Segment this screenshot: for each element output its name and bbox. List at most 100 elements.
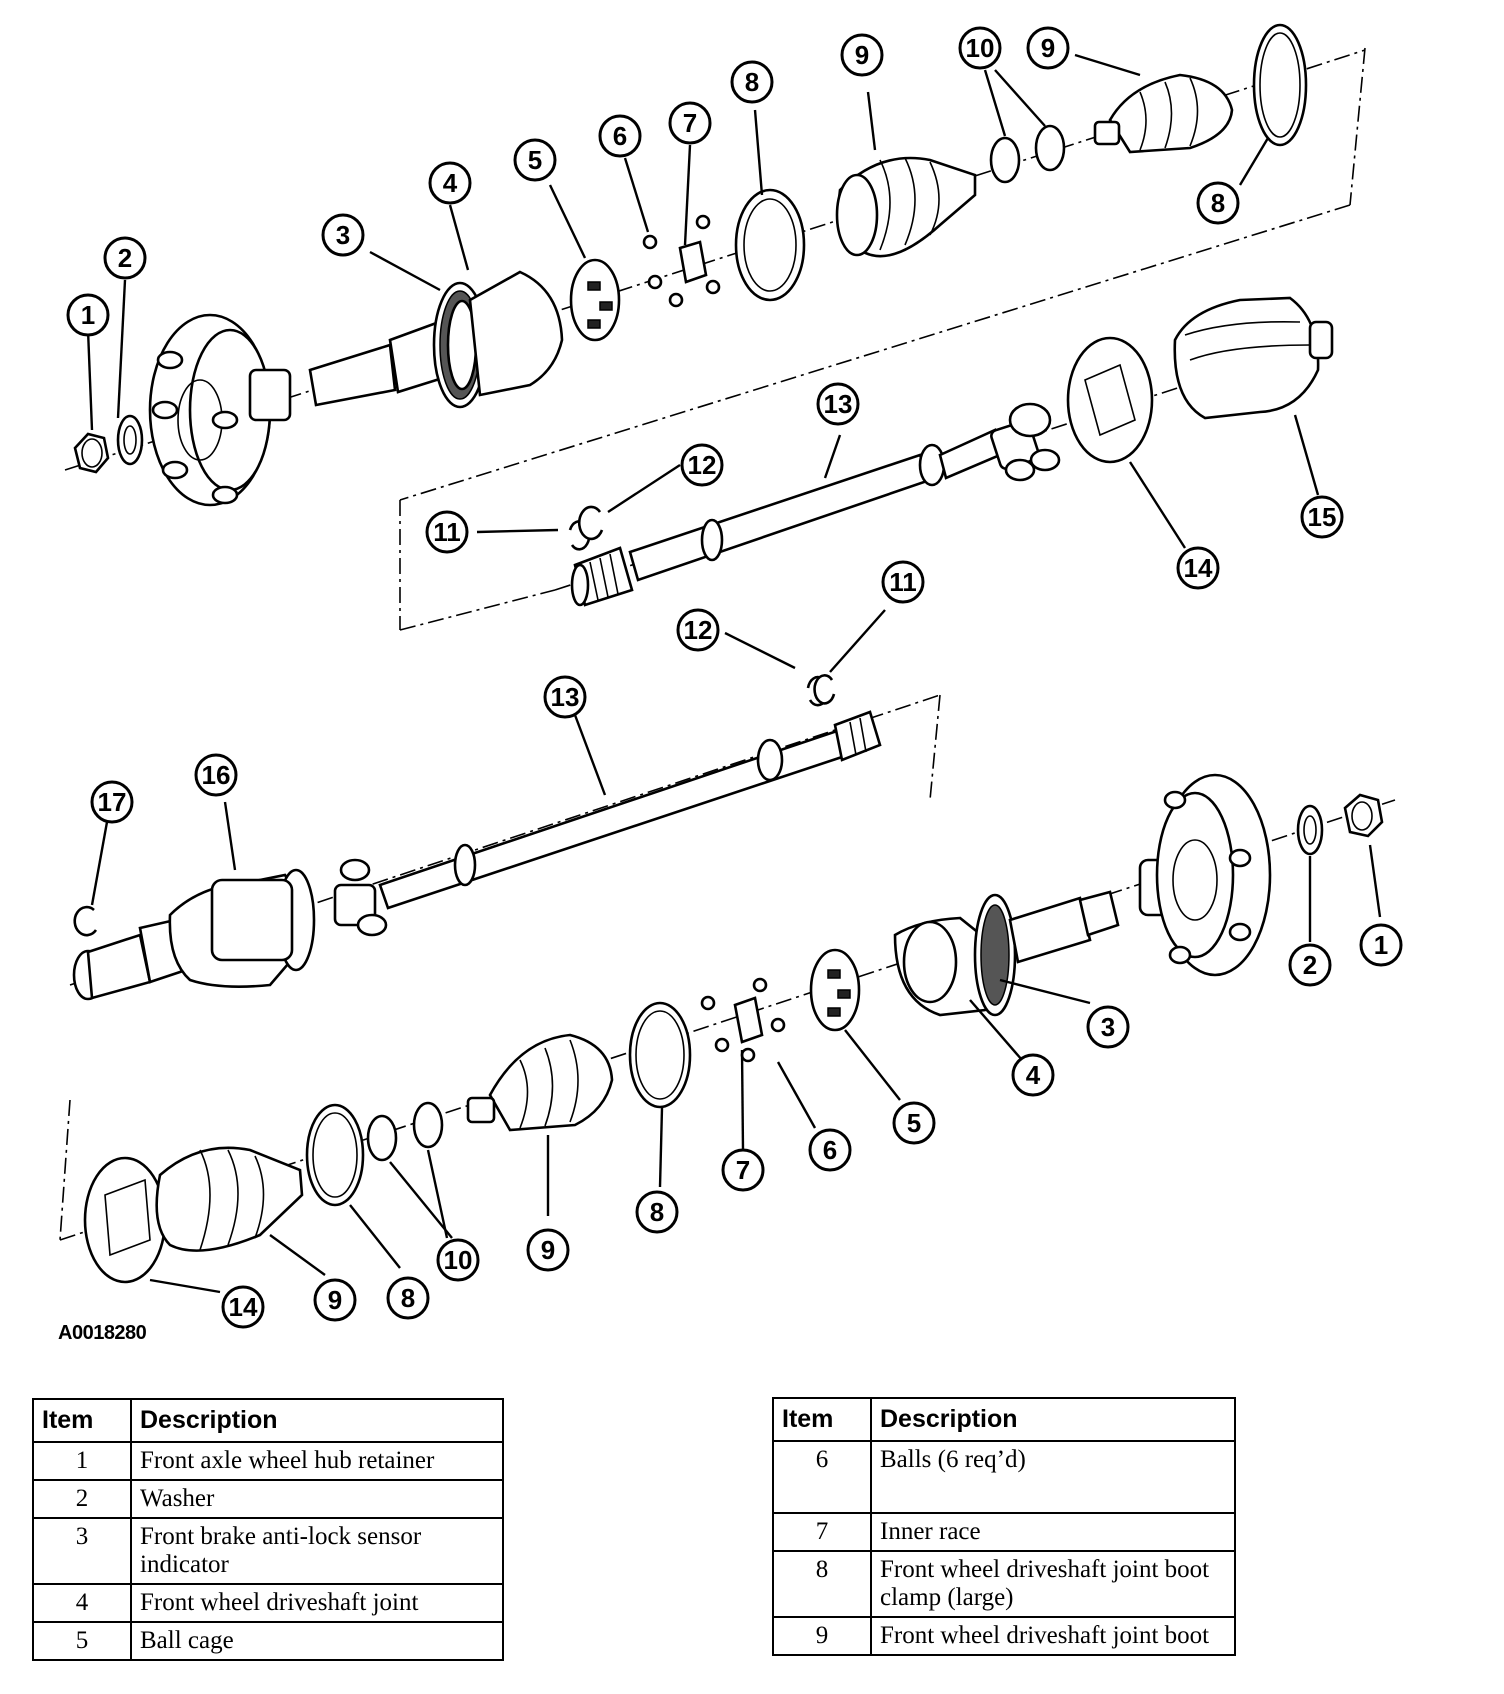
svg-text:11: 11 [433,517,461,547]
callout-group-bottom: 1 2 3 4 5 6 7 8 9 10 9 8 14 [221,923,1403,1329]
inner-joint-housing-part [168,868,316,988]
hub-nut-part [73,432,110,474]
legend-item-description: Front wheel driveshaft joint [130,1583,504,1623]
callout-9: 9 [840,33,884,77]
legend-item-description: Inner race [870,1512,1236,1552]
callout-8c: 8 [635,1190,679,1234]
svg-text:17: 17 [98,787,127,817]
clamp-large-part [734,188,806,302]
callout-8: 8 [730,60,774,104]
tripod-part [333,858,388,937]
legend-row: 4 Front wheel driveshaft joint [32,1583,504,1623]
boot-part [466,1033,614,1132]
callout-11b: 11 [881,560,925,604]
callout-group-lower: 12 11 13 16 17 [90,560,925,824]
boot-part [1093,73,1234,154]
snap-ring-part [73,674,836,937]
middle-assembly [399,296,1334,631]
callout-10: 10 [958,26,1002,70]
callout-5: 5 [513,138,557,182]
legend-row: 9 Front wheel driveshaft joint boot [772,1616,1236,1656]
legend-item-header: Item [32,1398,132,1443]
callout-9d: 9 [313,1278,357,1322]
balls-inner-race-part [700,977,786,1063]
callout-1: 1 [66,293,110,337]
legend-item-description: Washer [130,1479,504,1519]
legend-header-row: Item Description [772,1397,1236,1442]
legend-item-description: Front wheel driveshaft joint boot [870,1616,1236,1656]
wheel-hub-part [148,313,292,507]
legend-row: 2 Washer [32,1479,504,1519]
callout-group-top: 1 2 3 4 5 6 7 8 9 10 9 8 [66,26,1240,337]
callout-8b: 8 [1196,181,1240,225]
washer-part [116,414,144,466]
legend-table-left: Item Description 1 Front axle wheel hub … [32,1398,504,1661]
svg-text:5: 5 [528,145,542,175]
legend-item-number: 9 [772,1616,872,1656]
legend-header-row: Item Description [32,1398,504,1443]
boot-part [155,1146,304,1252]
callout-9b: 9 [1026,26,1070,70]
outer-joint-part [308,270,564,409]
callout-4: 4 [428,161,472,205]
washer-part [1296,804,1324,856]
svg-text:4: 4 [443,168,458,198]
callout-3: 3 [321,213,365,257]
svg-text:2: 2 [118,243,132,273]
legend-row: 1 Front axle wheel hub retainer [32,1441,504,1481]
svg-text:14: 14 [1184,553,1213,583]
callout-6: 6 [598,114,642,158]
legend-row: 3 Front brake anti-lock sensor indicator [32,1517,504,1585]
seal-part [1066,336,1154,464]
legend-row: 6 Balls (6 req’d) [772,1440,1236,1514]
legend-item-number: 5 [32,1621,132,1661]
svg-text:6: 6 [613,121,627,151]
callout-13: 13 [816,382,860,426]
callout-10b: 10 [436,1238,480,1282]
callout-15: 15 [1300,495,1344,539]
leader-lines [86,53,1382,1294]
svg-text:9: 9 [541,1235,555,1265]
tripod-part [990,402,1061,482]
svg-text:10: 10 [444,1245,473,1275]
callout-16: 16 [194,753,238,797]
svg-text:8: 8 [401,1283,415,1313]
callout-5b: 5 [892,1101,936,1145]
legend-item-number: 8 [772,1550,872,1618]
callout-11: 11 [425,510,469,554]
svg-text:7: 7 [736,1155,750,1185]
svg-text:14: 14 [229,1292,258,1322]
legend-item-header: Item [772,1397,872,1442]
svg-text:8: 8 [1211,188,1225,218]
legend-item-number: 7 [772,1512,872,1552]
svg-text:2: 2 [1303,950,1317,980]
legend-item-description: Ball cage [130,1621,504,1661]
svg-text:16: 16 [202,760,231,790]
callout-1b: 1 [1359,923,1403,967]
svg-text:9: 9 [328,1285,342,1315]
svg-text:15: 15 [1308,502,1337,532]
shaft-part [378,710,882,910]
callout-13b: 13 [543,675,587,719]
svg-text:9: 9 [855,40,869,70]
svg-text:12: 12 [684,615,713,645]
svg-text:9: 9 [1041,33,1055,63]
svg-text:13: 13 [551,682,580,712]
snap-ring-part [568,505,604,551]
legend-item-description: Front axle wheel hub retainer [130,1441,504,1481]
legend-row: 5 Ball cage [32,1621,504,1661]
shaft-spline-part [570,546,634,607]
svg-text:3: 3 [1101,1012,1115,1042]
callout-2b: 2 [1288,943,1332,987]
legend-description-header: Description [870,1397,1236,1442]
tripod-housing-part [1173,296,1334,420]
callout-9c: 9 [526,1228,570,1272]
legend-item-number: 1 [32,1441,132,1481]
legend-row: 8 Front wheel driveshaft joint boot clam… [772,1550,1236,1618]
svg-text:13: 13 [824,389,853,419]
callout-7: 7 [668,101,712,145]
legend-item-number: 6 [772,1440,872,1514]
svg-text:11: 11 [889,567,917,597]
boot-part [835,156,977,258]
callout-7b: 7 [721,1148,765,1192]
